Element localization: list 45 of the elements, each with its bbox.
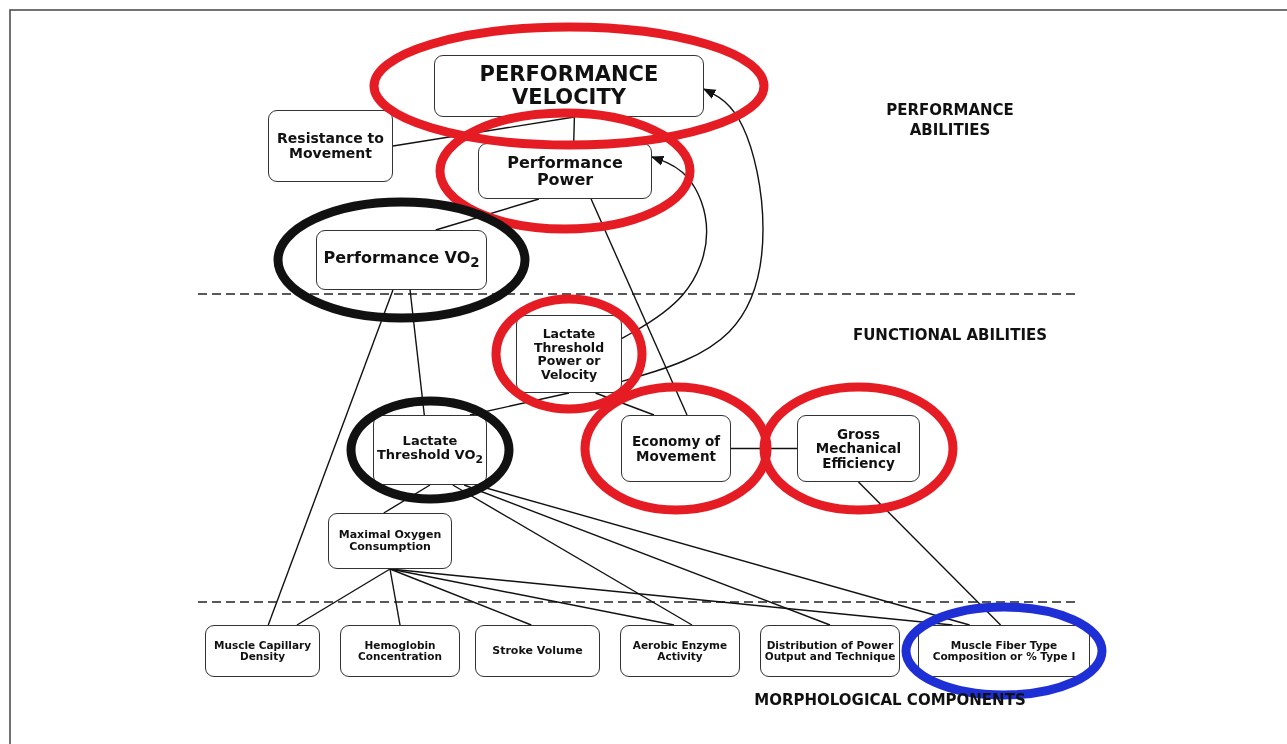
connector-line <box>857 481 1002 626</box>
box-label: Economy of Movement <box>630 433 722 464</box>
box-label: Muscle Capillary Density <box>213 639 312 663</box>
process-box <box>373 415 487 485</box>
box-label: Gross Mechanical Efficiency <box>814 426 903 471</box>
process-box <box>340 625 460 677</box>
process-box <box>621 415 731 482</box>
process-box <box>328 513 452 569</box>
process-box <box>760 625 900 677</box>
box-label: Lactate Threshold Power or Velocity <box>532 327 606 381</box>
connector-line <box>452 484 693 626</box>
section-label: FUNCTIONAL ABILITIES <box>851 325 1049 346</box>
box-label: Muscle Fiber Type Composition or % Type I <box>931 639 1077 663</box>
process-box <box>268 110 393 182</box>
process-box <box>316 230 487 290</box>
box-label: Stroke Volume <box>492 645 583 657</box>
process-box <box>516 315 622 393</box>
arrow <box>621 88 764 382</box>
box-label: Maximal Oxygen Consumption <box>337 529 443 553</box>
box-label: Lactate Threshold VO$_{2}$ <box>376 434 484 466</box>
connector-line <box>267 289 394 626</box>
process-box <box>475 625 600 677</box>
process-box <box>205 625 320 677</box>
connector-line <box>463 484 831 626</box>
box-label: Aerobic Enzyme Activity <box>631 639 729 663</box>
connector-line <box>409 289 425 416</box>
box-label: Hemoglobin Concentration <box>357 639 443 663</box>
process-box <box>918 625 1090 677</box>
arrow <box>621 155 708 340</box>
box-label: Performance Power <box>506 153 624 189</box>
process-box <box>620 625 740 677</box>
process-box <box>478 143 652 199</box>
box-label: Resistance to Movement <box>276 130 385 162</box>
box-label: Performance VO$_{2}$ <box>323 249 480 271</box>
section-label: PERFORMANCE ABILITIES <box>885 100 1015 141</box>
box-label: Distribution of Power Output and Technique <box>763 639 897 663</box>
connector-line <box>296 568 391 626</box>
connector-line <box>389 568 401 626</box>
process-box <box>797 415 920 482</box>
connector-line <box>383 484 431 514</box>
connector-line <box>590 198 688 416</box>
box-label: PERFORMANCE VELOCITY <box>478 63 660 109</box>
process-box <box>434 55 704 117</box>
connector-line <box>389 568 532 626</box>
section-label: MORPHOLOGICAL COMPONENTS <box>753 690 1027 711</box>
